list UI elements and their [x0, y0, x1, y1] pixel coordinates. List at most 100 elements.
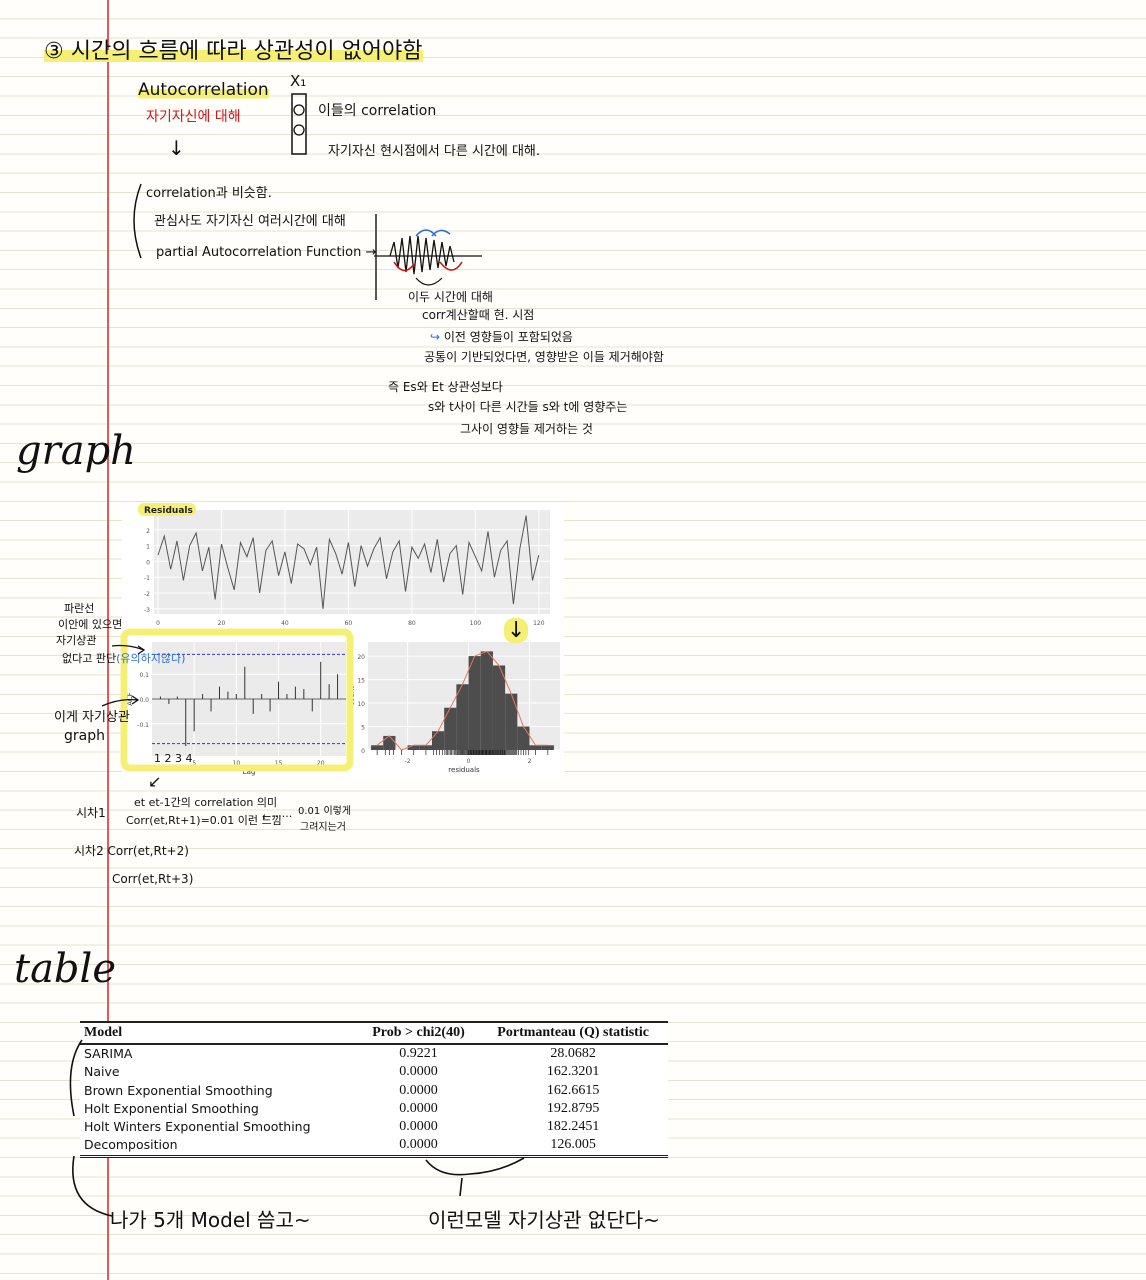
lag-note-4: 0.01 이렇게 — [298, 806, 352, 817]
y-tick-label: 0 — [146, 559, 150, 566]
histogram-bar — [419, 745, 432, 750]
x-tick-label: 20 — [218, 620, 226, 627]
acf-side-note-5: 이게 자기상관 — [54, 710, 130, 725]
y-tick-label: 5 — [361, 725, 365, 732]
x-tick-label: 60 — [345, 620, 353, 627]
wave-note-6: s와 t사이 다른 시간들 s와 t에 영향주는 — [428, 400, 628, 414]
table-row: Brown Exponential Smoothing 0.0000 162.6… — [80, 1082, 668, 1100]
residual-series-line — [157, 515, 540, 609]
x1-label: X₁ — [290, 72, 307, 90]
y-tick-label: 0.1 — [139, 672, 149, 679]
y-tick-label: 0 — [361, 748, 365, 755]
autocorrelation-label: Autocorrelation — [138, 80, 269, 100]
cell-prob: 0.0000 — [399, 1100, 438, 1116]
table-row: Holt Exponential Smoothing 0.0000 192.87… — [80, 1100, 668, 1118]
column-header-prob: Prob > chi2(40) — [358, 1021, 479, 1045]
y-tick-label: -3 — [144, 607, 150, 614]
cell-q-statistic: 192.8795 — [546, 1100, 600, 1116]
histogram-bar — [383, 735, 396, 750]
bracket-line-2: 관심사도 자기자신 여러시간에 대해 — [154, 214, 346, 229]
cell-q-statistic: 162.6615 — [546, 1082, 600, 1098]
cell-prob: 0.0000 — [358, 1136, 479, 1158]
histogram-bar — [517, 726, 530, 750]
cell-model: SARIMA — [84, 1046, 133, 1061]
x-tick-label: 0 — [467, 758, 471, 765]
y-tick-label: 15 — [357, 678, 365, 685]
wave-note-4: 공통이 기반되었다면, 영향받은 이들 제거해야함 — [424, 350, 664, 364]
table-row: Naive 0.0000 162.3201 — [80, 1063, 668, 1081]
x-tick-label: 0 — [156, 620, 160, 627]
x-tick-label: 20 — [317, 760, 325, 767]
dotted-arrow-icon: ←······ — [262, 810, 293, 823]
y-tick-label: 1 — [146, 544, 150, 551]
wave-note-2: corr계산할때 현. 시점 — [422, 308, 535, 322]
histogram-bar — [407, 745, 420, 750]
x-tick-label: 80 — [408, 620, 416, 627]
table-row: Holt Winters Exponential Smoothing 0.000… — [80, 1118, 668, 1136]
bracket-line-1: correlation과 비슷함. — [146, 186, 272, 201]
table-heading: table — [14, 946, 116, 992]
histogram-bar — [480, 651, 493, 750]
histogram-bar — [444, 707, 457, 750]
cell-model: Brown Exponential Smoothing — [84, 1082, 273, 1098]
autocorrelation-korean-note: 자기자신에 대해 — [146, 109, 241, 125]
wave-note-5: 즉 Es와 Et 상관성보다 — [388, 380, 503, 394]
lag-note-5: 그려지는거 — [300, 822, 346, 833]
lag-numbers: 1 2 3 4 — [154, 752, 193, 765]
x-tick-label: 40 — [281, 620, 289, 627]
x-tick-label: 120 — [533, 620, 545, 627]
title-highlight — [138, 503, 196, 516]
y-tick-label: 20 — [357, 654, 365, 661]
x-axis-label: Lag — [243, 768, 256, 776]
histogram-bar — [492, 665, 506, 750]
y-tick-label: 0.0 — [139, 697, 149, 704]
chart-title: Residuals — [144, 506, 193, 516]
left-bracket-sketch — [133, 183, 142, 259]
header-text: ③ 시간의 흐름에 따라 상관성이 없어야함 — [44, 39, 423, 64]
acf-side-note-1: 파란선 — [64, 602, 95, 615]
cell-prob: 0.0000 — [399, 1119, 438, 1135]
section-header: ③ 시간의 흐름에 따라 상관성이 없어야함 — [44, 33, 423, 65]
wave-sketch — [374, 214, 482, 300]
underbrace-sketch — [425, 1157, 525, 1197]
down-arrow-icon: ↙ — [148, 772, 162, 791]
down-arrow-icon: ↓ — [168, 136, 185, 160]
histogram-bar — [529, 745, 542, 750]
histogram-bar — [371, 745, 384, 750]
table-row: SARIMA 0.9221 28.0682 — [80, 1044, 668, 1063]
histogram-bar — [541, 745, 554, 750]
y-tick-label: 10 — [357, 701, 365, 708]
cell-prob: 0.9221 — [399, 1046, 438, 1061]
cell-prob: 0.0000 — [399, 1064, 438, 1080]
x-tick-label: 100 — [470, 620, 482, 627]
correlation-note-1: 이들의 correlation — [318, 103, 437, 119]
lag-note-1: 시차1 — [76, 806, 106, 820]
bottom-note-right: 이런모델 자기상관 없단다~ — [428, 1208, 660, 1232]
column-header-model: Model — [80, 1021, 359, 1045]
plot-area — [154, 510, 550, 614]
x-tick-label: 5 — [192, 760, 196, 767]
y-tick-label: -0.1 — [137, 722, 149, 729]
wave-note-3: ↪ 이전 영향들이 포함되었음 — [430, 330, 573, 344]
cell-model: Naive — [84, 1064, 120, 1080]
x-tick-label: 2 — [528, 758, 532, 765]
cell-q-statistic: 162.3201 — [546, 1064, 600, 1080]
arrow-icon — [101, 695, 140, 707]
portmanteau-results-table: Model Prob > chi2(40) Portmanteau (Q) st… — [80, 1021, 668, 1158]
left-bracket-sketch — [69, 1039, 113, 1217]
y-tick-label: -1 — [144, 575, 150, 582]
x1-column-sketch — [291, 93, 307, 155]
acf-side-note-2: 이안에 있으면 — [58, 618, 123, 631]
lag-note-2: et et-1간의 correlation 의미 — [134, 796, 278, 809]
cell-q-statistic: 126.005 — [478, 1136, 668, 1158]
wave-note-1: 이두 시간에 대해 — [408, 290, 493, 304]
lag-note-3: Corr(et,Rt+1)=0.01 이런 느낌 — [126, 814, 282, 827]
acf-side-note-6: graph — [64, 728, 105, 744]
lag-note-6: 시차2 Corr(et,Rt+2) — [74, 844, 189, 858]
curved-arrow-icon: ↓ — [504, 618, 529, 643]
x-axis-label: residuals — [448, 766, 480, 774]
acf-side-note-4: 없다고 판단(유의하지않다) — [62, 652, 186, 665]
